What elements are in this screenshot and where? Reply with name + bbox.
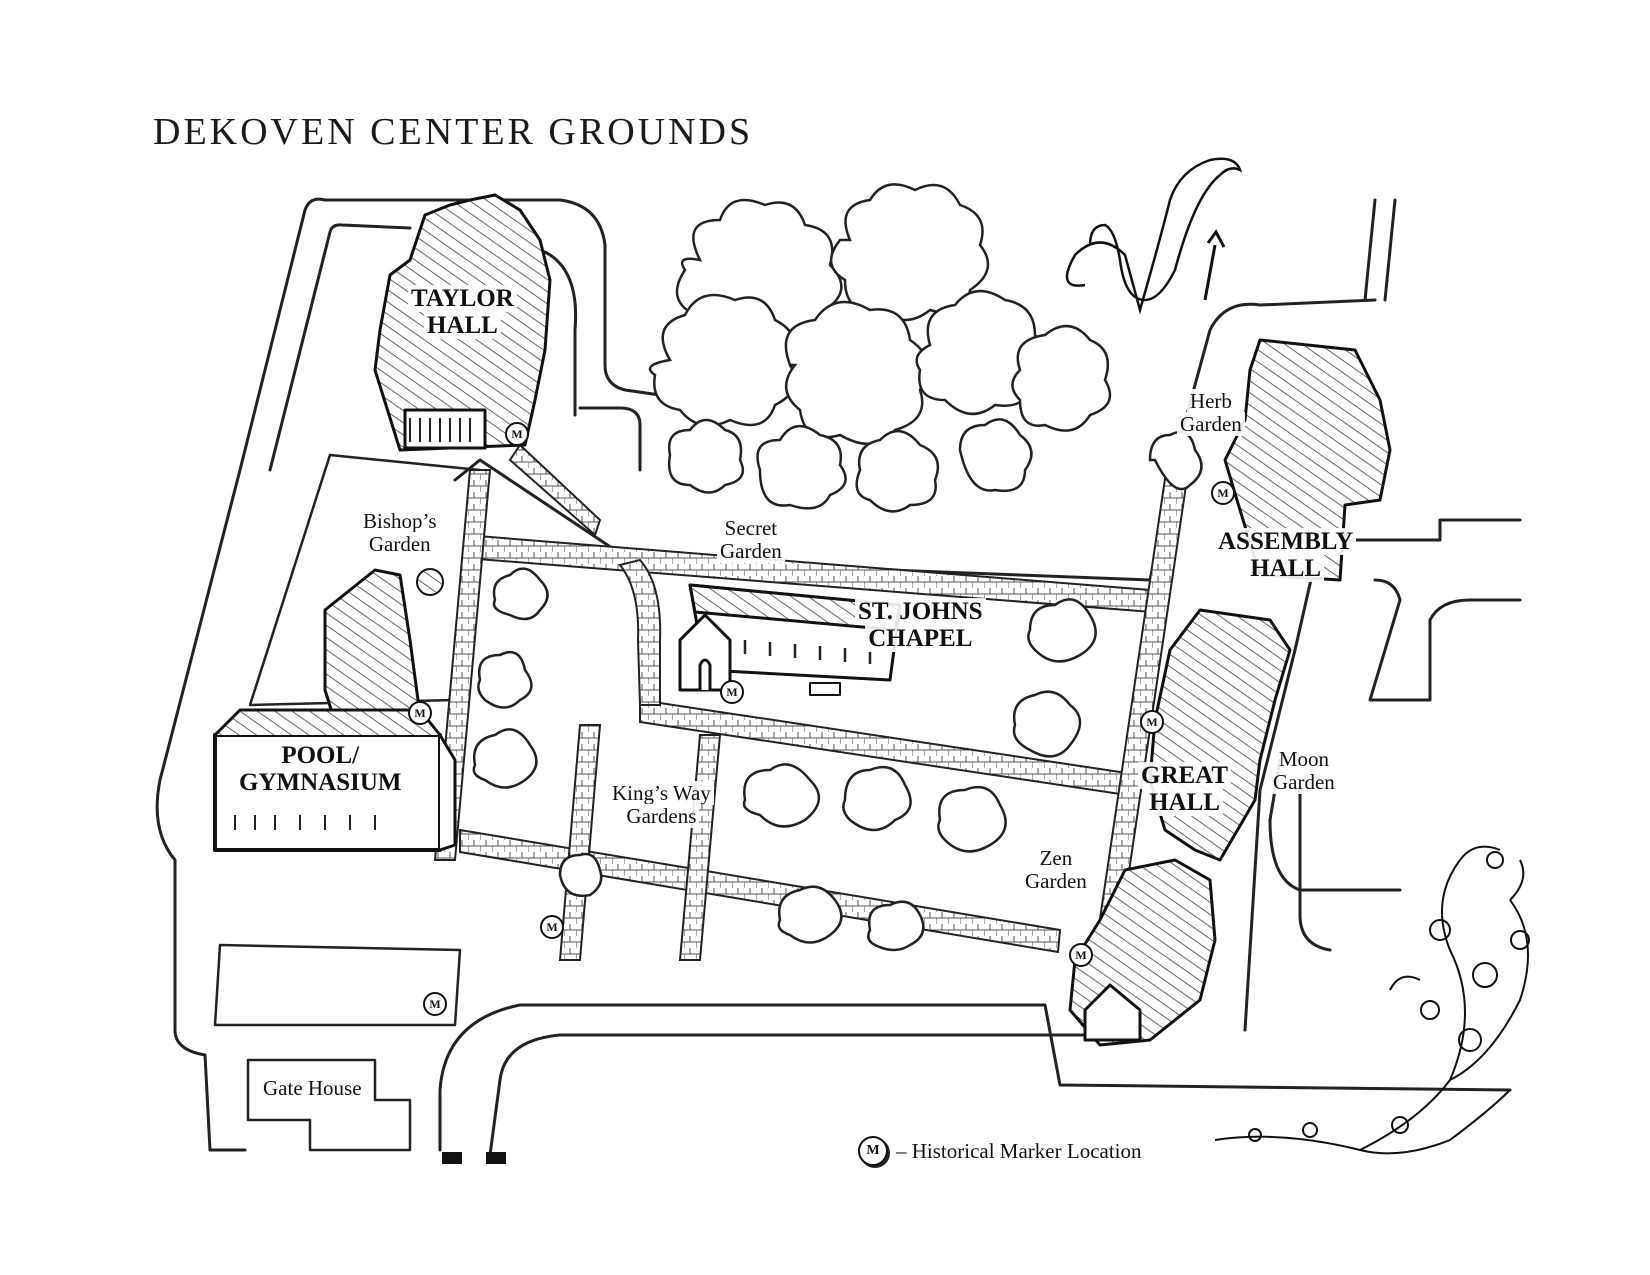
- marker-letter: M: [429, 997, 440, 1011]
- decorative-vine: [1214, 845, 1530, 1155]
- tree: [558, 852, 603, 898]
- marker-letter: M: [511, 427, 522, 441]
- marker-letter: M: [726, 685, 737, 699]
- historical-marker-icon: M: [858, 1136, 888, 1166]
- tree: [1011, 325, 1112, 432]
- label-zen-garden: Zen Garden: [1022, 846, 1090, 893]
- driveway-outer: [238, 197, 662, 472]
- tree: [937, 785, 1007, 853]
- kings-way-path: [558, 724, 602, 961]
- tree: [958, 418, 1033, 493]
- historical-marker-taylor: [505, 422, 529, 446]
- lower-road: [203, 1003, 1512, 1152]
- driveway-west: [155, 468, 242, 1057]
- walkway-chapel: [618, 558, 662, 706]
- marker-letter: M: [1217, 486, 1228, 500]
- historical-marker-chapel: [720, 680, 744, 704]
- historical-marker-parking: [423, 992, 447, 1016]
- assembly-hall-building: [1223, 338, 1392, 582]
- historical-marker-south: [1069, 943, 1093, 967]
- walkway-taylor: [508, 443, 602, 537]
- tree: [667, 418, 745, 494]
- tree: [1148, 430, 1203, 491]
- marker-letter: M: [1075, 948, 1086, 962]
- tree: [472, 728, 538, 789]
- historical-marker-great-hall: [1140, 710, 1164, 734]
- tree: [855, 430, 940, 513]
- marker-letter: M: [414, 706, 425, 720]
- fountain-icon: [416, 568, 444, 596]
- tree: [784, 300, 930, 446]
- tree: [867, 900, 925, 952]
- label-gate-house: Gate House: [260, 1076, 365, 1100]
- east-road-top: [1383, 198, 1397, 302]
- tree: [1027, 598, 1097, 663]
- tree: [492, 567, 549, 621]
- label-moon-garden: Moon Garden: [1270, 747, 1338, 794]
- tree: [477, 650, 533, 709]
- historical-markers: [408, 422, 1235, 1016]
- lawn-boundary: [453, 298, 1377, 1032]
- label-pool-gymnasium: POOL/ GYMNASIUM: [236, 742, 405, 796]
- parking-area: [213, 943, 462, 1027]
- gate-post: [442, 1152, 462, 1164]
- label-assembly-hall: ASSEMBLY HALL: [1215, 528, 1357, 582]
- label-kings-way-gardens: King’s Way Gardens: [609, 781, 714, 828]
- historical-marker-kings-way: [540, 915, 564, 939]
- label-taylor-hall: TAYLOR HALL: [408, 285, 517, 339]
- label-secret-garden: Secret Garden: [717, 516, 785, 563]
- label-herb-garden: Herb Garden: [1177, 389, 1245, 436]
- label-bishops-garden: Bishop’s Garden: [360, 509, 440, 556]
- tree: [756, 425, 847, 510]
- label-st-johns-chapel: ST. JOHNS CHAPEL: [855, 598, 986, 652]
- legend-text: – Historical Marker Location: [896, 1138, 1142, 1163]
- historical-marker-assembly: [1211, 481, 1235, 505]
- map-legend: M – Historical Marker Location: [858, 1136, 1142, 1166]
- tree: [648, 293, 797, 427]
- driveway-loop-ne: [543, 250, 578, 417]
- tree: [842, 765, 912, 832]
- gate-post: [486, 1152, 506, 1164]
- map-title: DEKOVEN CENTER GROUNDS: [153, 111, 754, 153]
- pool-gymnasium-building: [323, 568, 422, 724]
- marker-letter: M: [1146, 715, 1157, 729]
- historical-marker-pool: [408, 701, 432, 725]
- driveway-inner: [268, 223, 412, 472]
- north-arrow-icon: [1065, 157, 1243, 315]
- tree: [1012, 690, 1082, 758]
- gate-house-building: [246, 1058, 412, 1152]
- tree: [742, 763, 820, 828]
- marker-letter: M: [546, 920, 557, 934]
- label-great-hall: GREAT HALL: [1138, 762, 1232, 816]
- east-road: [1318, 518, 1522, 542]
- tree: [777, 885, 843, 944]
